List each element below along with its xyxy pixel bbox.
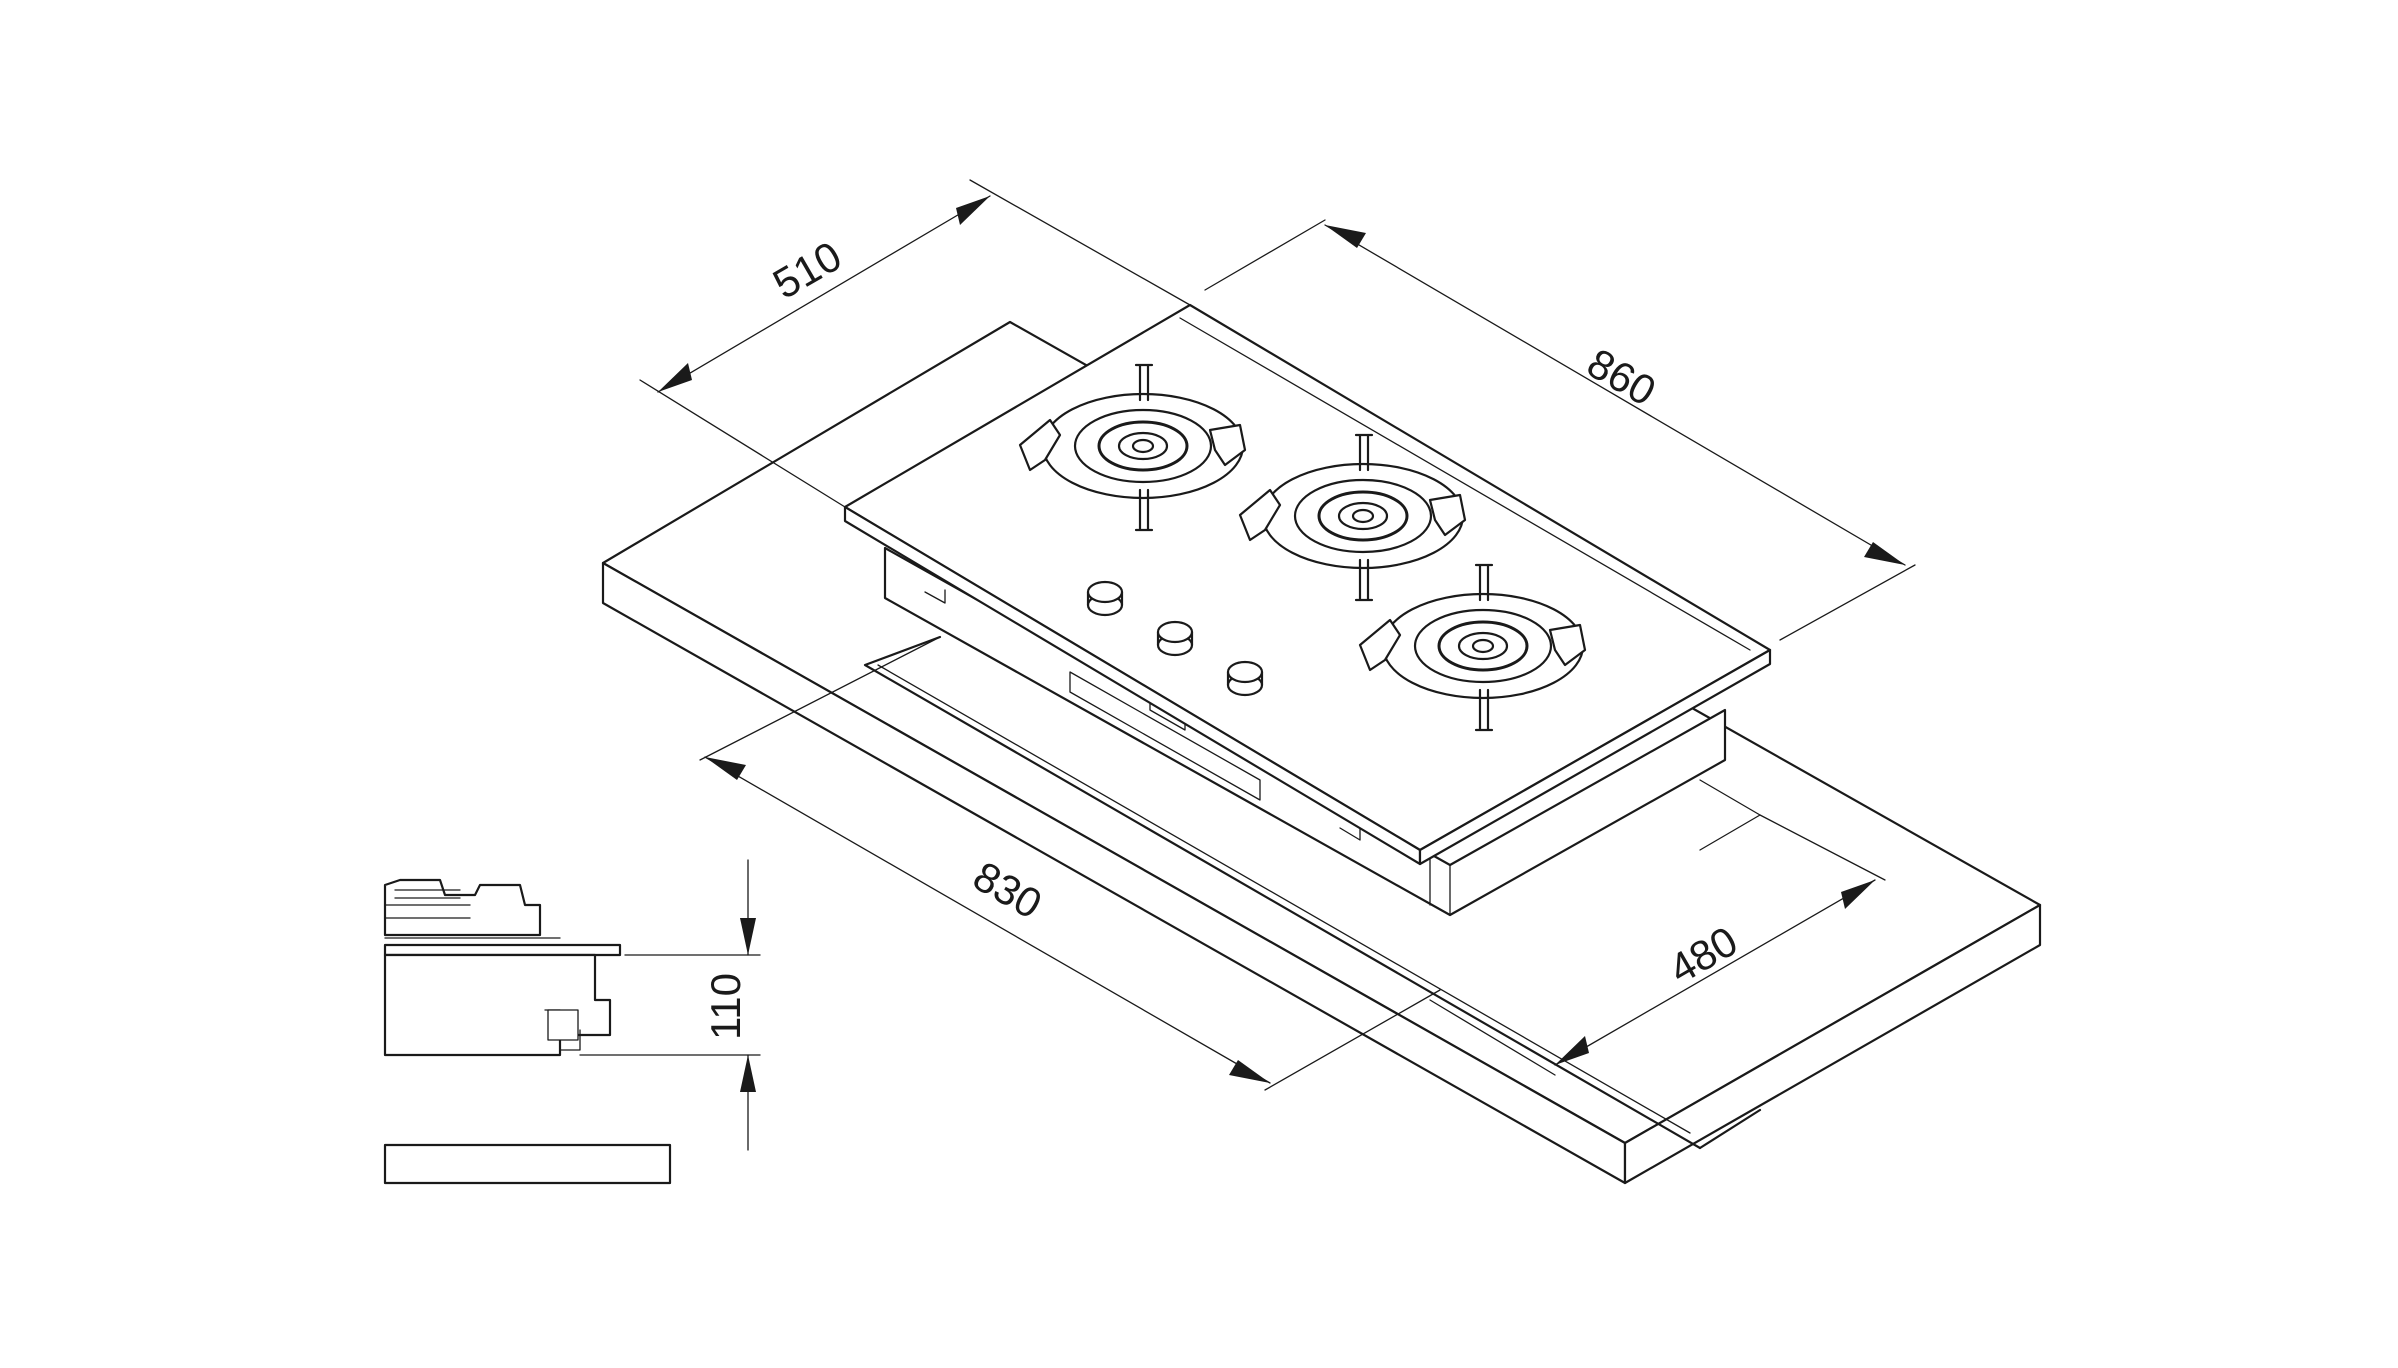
- burner-2: [1238, 433, 1467, 602]
- control-knob-1: [1086, 580, 1124, 617]
- hob-body: [883, 546, 1727, 917]
- control-knob-2: [1156, 620, 1194, 657]
- dimension-label-860: 860: [1580, 339, 1664, 415]
- dimension-label-830: 830: [966, 852, 1050, 928]
- burner-1: [1018, 363, 1247, 532]
- dimension-label-510: 510: [765, 232, 849, 308]
- dimension-label-110: 110: [702, 973, 749, 1040]
- side-view: 110: [383, 859, 761, 1185]
- cutout-opening: [863, 635, 1762, 1150]
- control-knob-3: [1226, 660, 1264, 697]
- burner-3: [1358, 563, 1587, 732]
